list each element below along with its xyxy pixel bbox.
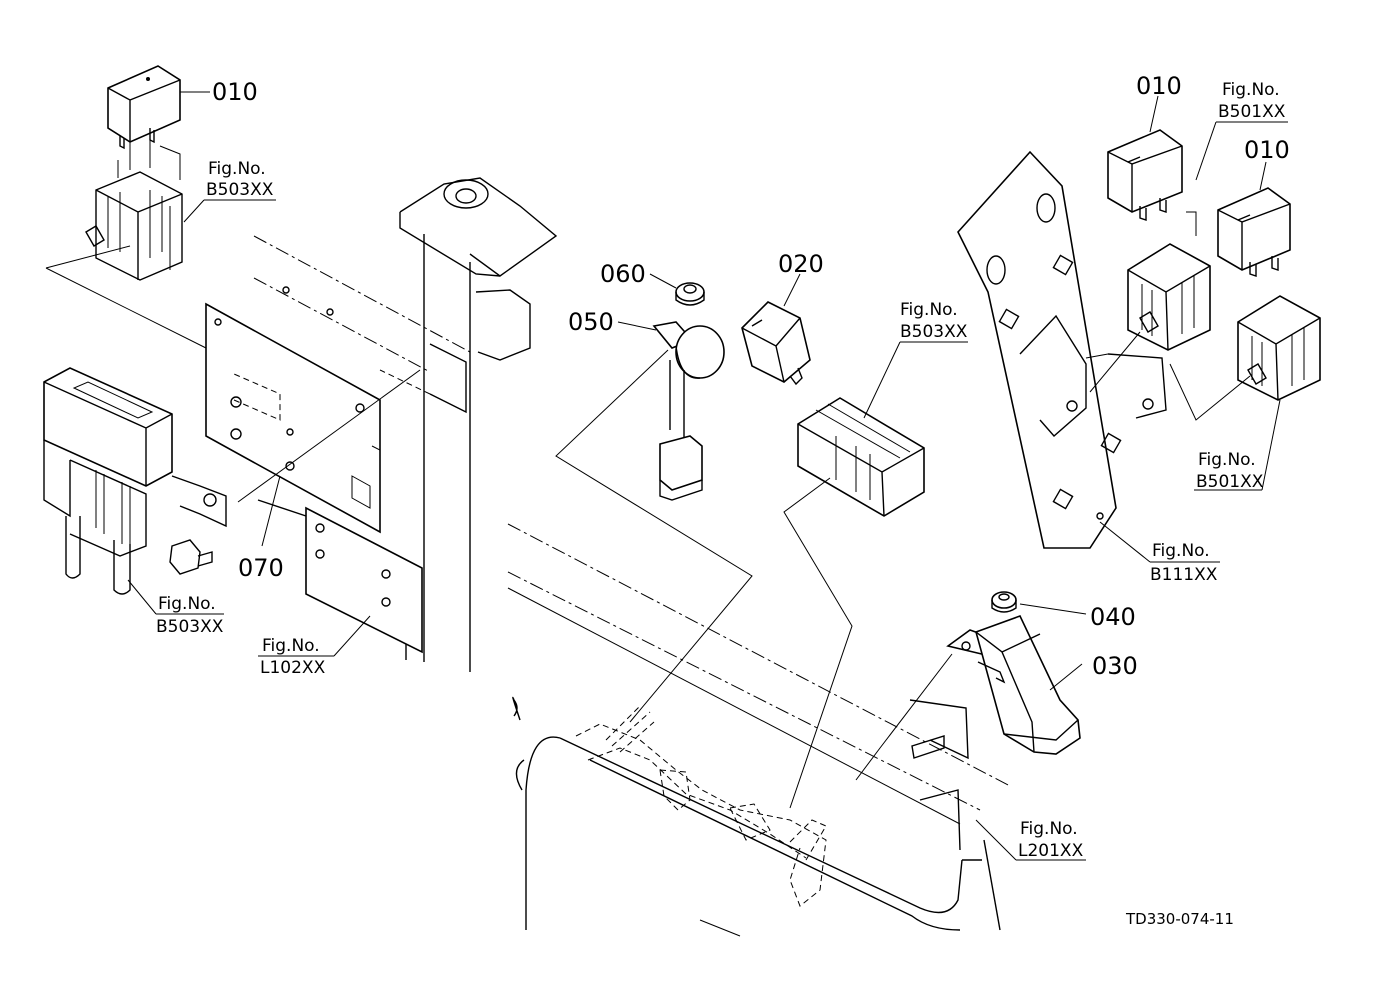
relay-010-left [107, 65, 181, 150]
relay-010-right-lower [1217, 187, 1291, 277]
assembly-line-left [45, 267, 207, 349]
leader-b503-fuse [127, 579, 157, 615]
part-label-010-left: 010 [212, 78, 258, 106]
leader-040 [1019, 603, 1087, 615]
controller-board-070 [205, 302, 381, 534]
fig-ref-l201-code: L201XX [1018, 841, 1084, 861]
leader-050 [617, 321, 657, 331]
bracket-end [429, 343, 467, 414]
assembly-line-020 [783, 477, 853, 809]
leader-b501-top [1195, 121, 1217, 181]
relay-bracket-plate [957, 150, 1167, 549]
frame-hole [282, 286, 290, 294]
fig-ref-b503-fuse-code: B503XX [156, 617, 224, 637]
leader-030 [1049, 663, 1083, 691]
sensor-030 [946, 614, 1081, 755]
leader-070 [261, 475, 281, 547]
part-label-020: 020 [778, 250, 824, 278]
part-label-050: 050 [568, 308, 614, 336]
fig-ref-b503-fuse-title: Fig.No. [158, 594, 216, 614]
leader-020 [783, 273, 801, 307]
part-label-010-right-upper: 010 [1136, 72, 1182, 100]
leader-010-right-lower [1259, 161, 1267, 191]
fig-ref-l201-title: Fig.No. [1020, 819, 1078, 839]
fig-ref-b501-top-code: B501XX [1218, 102, 1286, 122]
assembly-line-lower-socket [1169, 363, 1251, 421]
mounting-plate [257, 499, 423, 654]
fig-ref-b111-title: Fig.No. [1152, 541, 1210, 561]
leader-b503-center [863, 341, 901, 419]
fig-ref-b501-lower-title: Fig.No. [1198, 450, 1256, 470]
leader-b503-top [183, 199, 205, 223]
fig-ref-b503-center-title: Fig.No. [900, 300, 958, 320]
assembly-line-050 [555, 349, 753, 723]
part-label-070: 070 [238, 554, 284, 582]
frame-edge-upper [253, 235, 471, 353]
nut-040 [991, 591, 1017, 613]
fig-ref-l102-title: Fig.No. [262, 636, 320, 656]
fig-ref-b501-lower-code: B501XX [1196, 472, 1264, 492]
nut-060 [675, 282, 705, 306]
leader-l102 [333, 615, 371, 657]
frame-edge-lower [253, 277, 431, 373]
fig-ref-l102-code: L102XX [260, 658, 326, 678]
relay-socket-center [797, 397, 925, 517]
frame-hole-2 [326, 308, 334, 316]
harness-routing [575, 705, 827, 907]
leader-socket-left [45, 245, 131, 269]
fig-ref-b503-top-title: Fig.No. [208, 159, 266, 179]
part-label-040: 040 [1090, 603, 1136, 631]
cab-body [507, 523, 1011, 937]
fusible-link-box [43, 367, 227, 595]
leader-010-right-upper [1149, 95, 1159, 133]
relay-020 [741, 301, 811, 386]
relay-socket-left [85, 134, 183, 281]
fig-ref-b501-top-title: Fig.No. [1222, 80, 1280, 100]
part-label-030: 030 [1092, 652, 1138, 680]
leader-l201 [975, 819, 1017, 861]
assembly-line-upper-socket [1089, 331, 1141, 393]
leader-b111 [1099, 521, 1151, 563]
leader-060 [649, 273, 677, 289]
part-label-060: 060 [600, 260, 646, 288]
assembly-line-030 [855, 653, 953, 781]
leader-b501-lower [1261, 399, 1281, 491]
hidden-edge [379, 369, 431, 395]
fig-ref-b111-code: B111XX [1150, 565, 1218, 585]
fig-ref-b503-center-code: B503XX [900, 322, 968, 342]
relay-socket-right-lower [1237, 295, 1321, 401]
drawing-id: TD330-074-11 [1125, 910, 1234, 928]
relay-010-right-upper [1107, 129, 1183, 221]
buzzer-050 [652, 321, 725, 501]
mount-line [237, 369, 421, 503]
fig-ref-b503-top-code: B503XX [206, 180, 274, 200]
vertical-post [399, 177, 558, 672]
part-label-010-right-lower: 010 [1244, 136, 1290, 164]
relay-socket-right-upper [1127, 211, 1211, 351]
